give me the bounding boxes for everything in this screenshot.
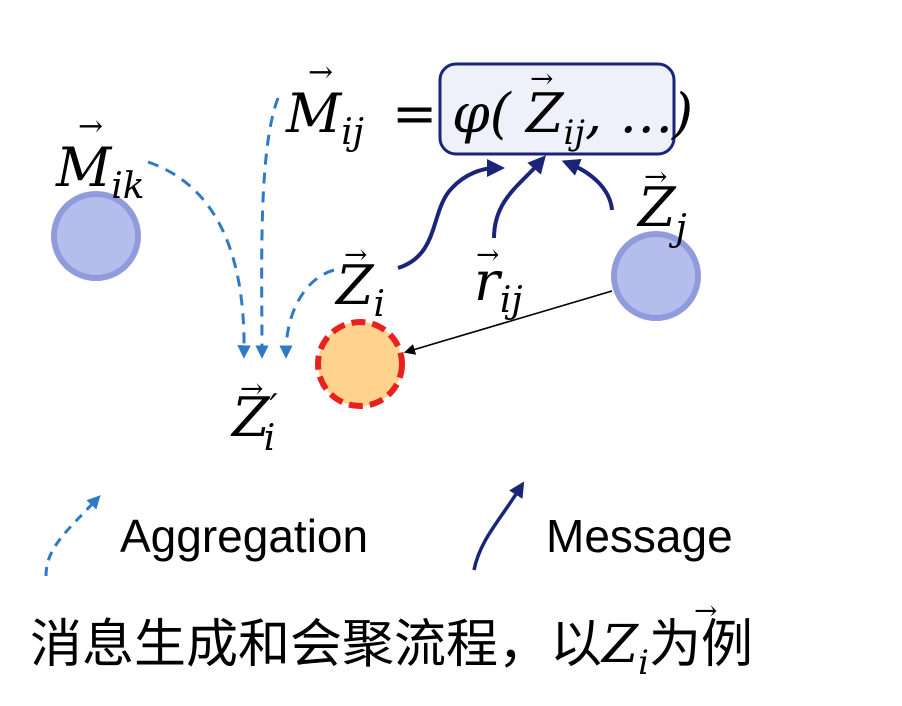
legend-message-arrow <box>472 481 525 571</box>
caption-symbol-arrow: → <box>694 594 717 627</box>
formula-arg-symbol: Z <box>524 82 565 145</box>
legend: Aggregation Message <box>44 481 733 577</box>
label-r-ij-text: rij <box>474 250 523 321</box>
neighbor-node-j <box>611 231 701 321</box>
caption-text-after: 为例 <box>649 615 753 675</box>
label-m-ik-text: Mik <box>55 136 145 207</box>
label-z-i-text: Zi <box>334 254 385 325</box>
label-z-i-symbol: Z <box>334 254 375 317</box>
label-r-ij-subscript: ij <box>500 280 523 321</box>
label-z-j-arrow: → <box>644 160 667 193</box>
label-z-i-prime-text: Z′i <box>230 386 278 459</box>
caption-text-before: 消息生成和会聚流程，以 <box>30 615 602 675</box>
formula-arg-arrow: → <box>530 62 553 95</box>
legend-aggregation-label: Aggregation <box>120 510 368 562</box>
message-arrow-z-j <box>561 158 614 211</box>
position-arrow <box>403 290 613 355</box>
formula-arg: Zij, … <box>524 82 673 153</box>
formula-lhs-arrow: → <box>308 55 333 90</box>
legend-aggregation-arrow <box>44 495 101 577</box>
label-r-ij: → rij <box>474 238 523 321</box>
formula-close-paren: ) <box>671 82 693 145</box>
label-r-ij-symbol: r <box>474 250 503 313</box>
label-z-i-prime: → Z′i <box>230 372 278 459</box>
formula-lhs: Mij <box>285 82 364 153</box>
label-m-ik-arrow: → <box>78 109 103 144</box>
formula-rest: , … <box>585 82 673 145</box>
caption: 消息生成和会聚流程，以Zi为例 → <box>30 594 753 683</box>
neighbor-node-k <box>51 191 141 281</box>
label-z-i: → Zi <box>334 238 385 325</box>
aggregation-arrow-m-ik <box>147 160 251 359</box>
label-z-i-arrow: → <box>344 238 367 271</box>
aggregation-arrow-m-ij <box>255 97 280 359</box>
formula-lhs-subscript: ij <box>341 112 364 153</box>
formula-lhs-symbol: M <box>285 82 343 145</box>
label-r-ij-arrow: → <box>476 238 499 271</box>
formula-arg-subscript: ij <box>564 113 586 153</box>
message-formula: → Mij = φ( → Zij, … ) <box>285 55 693 153</box>
label-z-j-text: Zj <box>636 176 687 249</box>
aggregation-arrow-z-i <box>279 268 335 359</box>
caption-text: 消息生成和会聚流程，以Zi为例 <box>30 615 753 683</box>
label-m-ik: → Mik <box>55 109 145 207</box>
label-z-i-prime-symbol: Z <box>230 386 271 449</box>
legend-message-label: Message <box>546 510 733 562</box>
label-z-i-prime-subscript: i <box>264 418 276 459</box>
message-arrow-z-i <box>397 159 505 270</box>
center-node-i <box>315 319 405 409</box>
caption-subscript: i <box>638 643 649 683</box>
message-arrow-r-ij <box>492 155 546 239</box>
label-z-i-subscript: i <box>374 284 386 325</box>
label-z-j: → Zj <box>636 160 687 249</box>
formula-box <box>438 62 676 156</box>
label-m-ik-symbol: M <box>55 136 113 199</box>
label-z-j-symbol: Z <box>636 176 677 239</box>
formula-phi: φ( <box>452 82 513 145</box>
label-m-ik-subscript: ik <box>111 166 144 207</box>
label-z-i-prime-arrow: → <box>240 372 263 405</box>
caption-symbol: Z <box>600 615 639 675</box>
label-z-i-prime-mark: ′ <box>270 388 278 429</box>
formula-equals: = <box>392 82 437 145</box>
